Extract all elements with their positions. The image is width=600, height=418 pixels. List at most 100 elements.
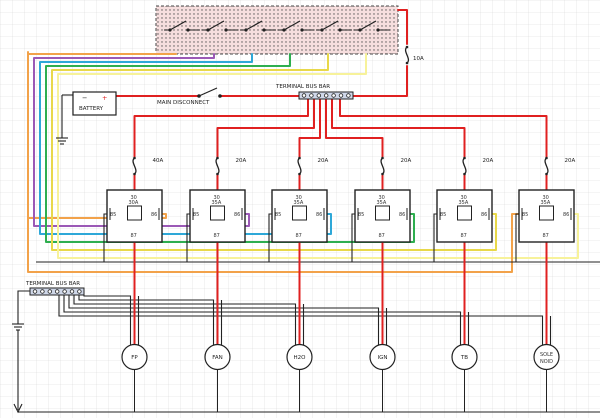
toggle-switch-3[interactable] bbox=[245, 20, 263, 31]
relay-coil bbox=[375, 205, 390, 221]
load-label: FAN bbox=[212, 355, 223, 361]
relay-body bbox=[518, 189, 575, 243]
load-4[interactable]: IGN bbox=[369, 343, 396, 413]
relay-rating: 35A bbox=[294, 200, 304, 206]
bus-stud bbox=[338, 93, 344, 98]
relay-pin-86: 86 bbox=[316, 212, 322, 218]
relay-pin-86: 86 bbox=[563, 212, 569, 218]
relay-coil bbox=[539, 205, 554, 221]
fuse: 40A bbox=[132, 156, 164, 176]
fuse-element bbox=[462, 157, 467, 175]
relay-coil bbox=[457, 205, 472, 221]
relay-rating: 35A bbox=[377, 200, 387, 206]
fuse: 20A bbox=[544, 156, 576, 176]
relay-rating: 35A bbox=[212, 200, 222, 206]
load-3[interactable]: H2O bbox=[286, 343, 313, 413]
battery[interactable]: BATTERY − + bbox=[56, 91, 117, 145]
fuse-rating-label: 20A bbox=[318, 158, 329, 164]
load-ground-wire bbox=[73, 295, 297, 347]
fuse-terminal bbox=[133, 172, 136, 176]
control-wire-1 bbox=[27, 53, 177, 219]
relay-pin-85: 85 bbox=[358, 212, 364, 218]
load-ground-wire bbox=[63, 295, 462, 347]
relay-rating: 30A bbox=[129, 200, 139, 206]
toggle-switch-5[interactable] bbox=[321, 20, 339, 31]
load-2[interactable]: FAN bbox=[204, 343, 231, 413]
fuse-element bbox=[297, 157, 302, 175]
fuse-terminal bbox=[298, 172, 301, 176]
top-terminal-bus-bar: TERMINAL BUS BAR bbox=[275, 84, 354, 100]
toggle-switch-6[interactable] bbox=[359, 20, 377, 31]
toggle-switch-4[interactable] bbox=[283, 20, 301, 31]
fuse-rating-label: 20A bbox=[401, 158, 412, 164]
load-label-line2: NOID bbox=[540, 359, 553, 365]
load-label: IGN bbox=[378, 355, 388, 361]
bus-stud bbox=[346, 93, 351, 98]
bus-stud bbox=[55, 289, 60, 294]
relay-coil bbox=[292, 205, 307, 221]
relay-body bbox=[436, 189, 493, 243]
control-wire-5 bbox=[51, 53, 497, 251]
left-bus-bar-label: TERMINAL BUS BAR bbox=[25, 281, 80, 287]
fuse bbox=[404, 45, 410, 65]
relay-pin-87: 87 bbox=[379, 233, 385, 239]
relay-body bbox=[189, 189, 246, 243]
fuse-terminal bbox=[463, 172, 466, 176]
fuse-terminal bbox=[133, 156, 136, 160]
load-1[interactable]: FP bbox=[121, 343, 148, 413]
load-label-line1: SOLE bbox=[540, 352, 553, 358]
control-wire-return bbox=[27, 51, 520, 273]
fuse-terminal bbox=[405, 45, 409, 49]
bus-stud bbox=[32, 289, 38, 294]
bus-stud bbox=[47, 289, 52, 294]
bus-stud bbox=[62, 289, 67, 294]
fuse-terminal bbox=[545, 172, 548, 176]
load-label: FP bbox=[131, 355, 138, 361]
fuse-rating-label: 20A bbox=[565, 158, 576, 164]
relay-body bbox=[106, 189, 163, 243]
toggle-switch-2[interactable] bbox=[207, 20, 225, 31]
main-disconnect-switch[interactable]: MAIN DISCONNECT bbox=[157, 87, 222, 106]
relay-pin-30: 30 bbox=[131, 195, 137, 201]
relay-coil bbox=[210, 205, 225, 221]
relay-pin-30: 30 bbox=[379, 195, 385, 201]
fuse-terminal bbox=[405, 61, 409, 65]
disconnect-lever bbox=[198, 87, 218, 97]
load-ground-wire bbox=[78, 295, 215, 347]
toggle-switch-1[interactable] bbox=[169, 20, 187, 31]
relay-pin-86: 86 bbox=[234, 212, 240, 218]
bus-stud bbox=[69, 289, 75, 294]
control-wire-3 bbox=[39, 53, 332, 235]
bus-to-fuse-wire bbox=[339, 98, 548, 159]
fuse-element bbox=[132, 157, 137, 175]
relay-body bbox=[271, 189, 328, 243]
bus-stud bbox=[309, 93, 314, 98]
relay-pin-85: 85 bbox=[110, 212, 116, 218]
control-wire-2 bbox=[33, 53, 250, 227]
load-5[interactable]: TB bbox=[451, 343, 478, 413]
battery-plus: + bbox=[102, 94, 107, 102]
bus-stud bbox=[40, 289, 45, 294]
fuse: 20A bbox=[215, 156, 246, 176]
switch-fuse-to-panel-wire bbox=[397, 9, 408, 45]
fuse-rating-label: 40A bbox=[153, 158, 164, 164]
bus-to-fuse-wire bbox=[216, 98, 315, 159]
relay-ground-wire bbox=[351, 213, 355, 262]
top-bus-bar-label: TERMINAL BUS BAR bbox=[275, 84, 330, 90]
relay-pin-30: 30 bbox=[543, 195, 549, 201]
toggle-switches bbox=[164, 20, 390, 32]
relay-rating: 35A bbox=[459, 200, 469, 206]
bus-to-fuse-wire bbox=[331, 98, 466, 159]
relay-pin-86: 86 bbox=[481, 212, 487, 218]
relay-pin-85: 85 bbox=[522, 212, 528, 218]
